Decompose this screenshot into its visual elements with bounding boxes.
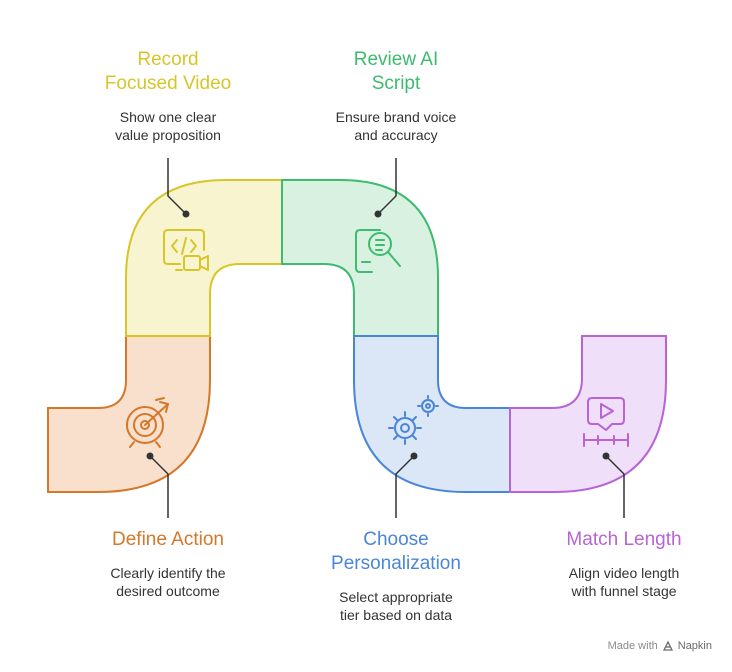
desc-line: with funnel stage <box>571 583 677 599</box>
step-desc-record-video: Show one clear value proposition <box>88 108 248 144</box>
made-with-label: Made with <box>607 640 658 652</box>
title-line: Script <box>371 73 421 94</box>
title-line: Define Action <box>112 529 224 550</box>
segment-choose-personalization <box>353 335 511 493</box>
connector-record <box>167 158 187 215</box>
step-title-choose-personalization: Choose Personalization <box>306 528 486 576</box>
step-title-review-script: Review AI Script <box>316 48 476 96</box>
video-length-icon <box>583 397 629 447</box>
connector-define <box>149 455 169 518</box>
connector-dot-review <box>374 210 382 218</box>
desc-line: tier based on data <box>339 607 453 623</box>
connector-dot-record <box>182 210 190 218</box>
step-desc-define-action: Clearly identify the desired outcome <box>78 564 258 600</box>
target-icon <box>126 397 169 448</box>
title-line: Review AI <box>353 49 439 70</box>
title-line: Personalization <box>331 553 461 574</box>
desc-line: value proposition <box>115 127 221 143</box>
step-title-record-video: Record Focused Video <box>88 48 248 96</box>
connector-dot-match <box>602 452 610 460</box>
title-line: Focused Video <box>104 73 232 94</box>
step-desc-choose-personalization: Select appropriate tier based on data <box>306 588 486 624</box>
connector-dot-choose <box>410 452 418 460</box>
step-title-define-action: Define Action <box>78 528 258 552</box>
code-video-icon <box>163 229 209 271</box>
connector-dot-define <box>146 452 154 460</box>
gears-icon <box>388 395 439 445</box>
napkin-brand-label: Napkin <box>677 640 712 652</box>
title-line: Record <box>137 49 199 70</box>
desc-line: Clearly identify the <box>110 565 226 581</box>
desc-line: Show one clear <box>119 109 217 125</box>
segment-review-script <box>281 179 439 337</box>
desc-line: Ensure brand voice <box>335 109 457 125</box>
napkin-logo-icon <box>662 640 673 651</box>
desc-line: desired outcome <box>116 583 220 599</box>
title-line: Match Length <box>566 529 682 550</box>
title-line: Choose <box>363 529 429 550</box>
step-desc-review-script: Ensure brand voice and accuracy <box>306 108 486 144</box>
made-with-footer: Made with Napkin <box>608 640 712 652</box>
step-desc-match-length: Align video length with funnel stage <box>534 564 714 600</box>
connector-match <box>605 455 625 518</box>
desc-line: Align video length <box>568 565 680 581</box>
step-title-match-length: Match Length <box>534 528 714 552</box>
connector-review <box>377 158 397 215</box>
desc-line: and accuracy <box>354 127 438 143</box>
connector-choose <box>395 455 415 518</box>
segment-define-action <box>47 335 211 493</box>
document-search-icon <box>355 229 401 273</box>
desc-line: Select appropriate <box>339 589 453 605</box>
